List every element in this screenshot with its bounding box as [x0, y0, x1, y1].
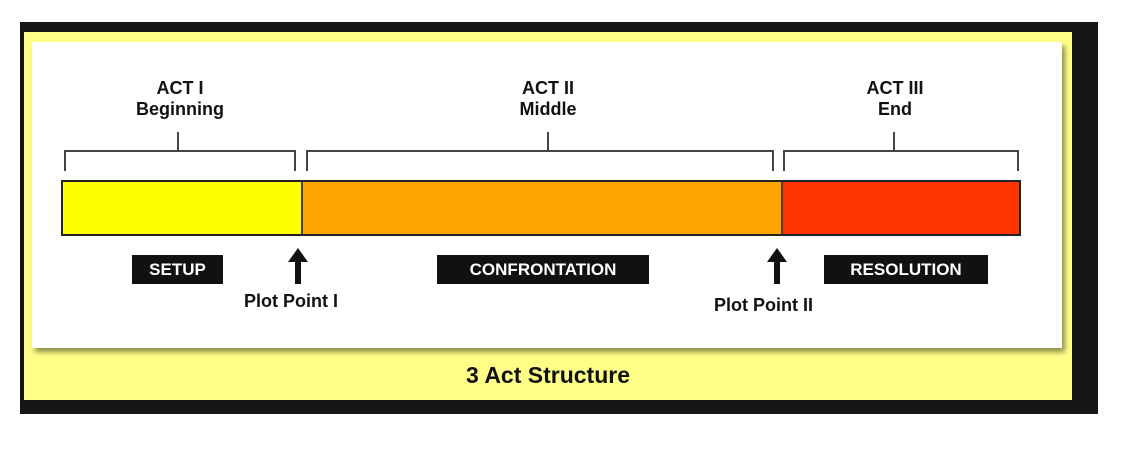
confrontation-segment: [303, 182, 783, 234]
act-3-heading: ACT III End: [795, 78, 995, 120]
act-3-bracket-tick: [893, 132, 895, 152]
act-1-subtitle: Beginning: [136, 99, 224, 119]
act-1-heading: ACT I Beginning: [80, 78, 280, 120]
act-1-title: ACT I: [156, 78, 204, 98]
act-3-subtitle: End: [878, 99, 912, 119]
plot-point-1-label: Plot Point I: [244, 291, 338, 311]
act-1-bracket: [64, 150, 296, 171]
setup-label: SETUP: [132, 255, 223, 284]
setup-segment: [63, 182, 303, 234]
act-3-title: ACT III: [866, 78, 924, 98]
act-2-bracket: [306, 150, 774, 171]
diagram-title: 3 Act Structure: [465, 362, 631, 388]
act-2-bracket-tick: [547, 132, 549, 152]
arrow-up-icon: [767, 248, 787, 284]
act-2-title: ACT II: [522, 78, 574, 98]
act-2-subtitle: Middle: [519, 99, 577, 119]
resolution-segment: [783, 182, 1019, 234]
act-2-heading: ACT II Middle: [448, 78, 648, 120]
plot-point-2-label: Plot Point II: [714, 295, 813, 315]
story-timeline-bar: [61, 180, 1021, 236]
resolution-label: RESOLUTION: [824, 255, 988, 284]
arrow-up-icon: [288, 248, 308, 284]
act-1-bracket-tick: [177, 132, 179, 152]
act-3-bracket: [783, 150, 1019, 171]
confrontation-label: CONFRONTATION: [437, 255, 649, 284]
